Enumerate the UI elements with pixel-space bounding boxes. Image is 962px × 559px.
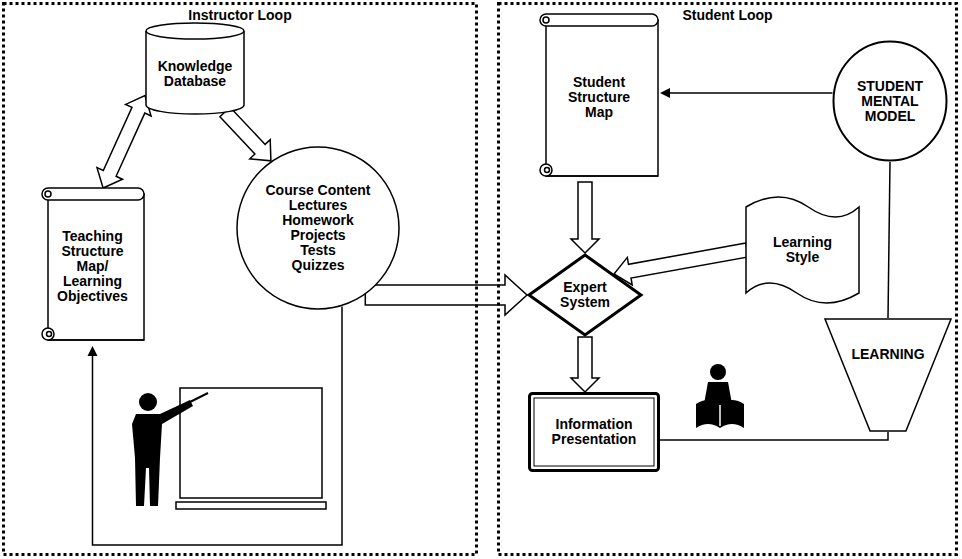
connector-path	[888, 162, 890, 318]
reader-figure	[696, 364, 744, 428]
teacher-body	[132, 400, 193, 506]
label-group: STUDENT MENTAL MODEL	[849, 79, 931, 124]
connector-line	[660, 432, 888, 440]
open-book	[696, 400, 744, 428]
label-group: Information Presentation	[542, 417, 646, 447]
wavy-document: Learning Style	[745, 195, 860, 305]
connector-line	[660, 88, 833, 98]
region-title: Instructor Loop	[188, 8, 291, 23]
scroll-document: Student Structure Map	[538, 12, 660, 182]
connector-line	[888, 162, 890, 318]
label-group: Teaching Structure Map/ Learning Objecti…	[52, 229, 134, 304]
whiteboard	[180, 388, 322, 498]
node-label: Knowledge Database	[154, 59, 236, 89]
block-arrow	[220, 107, 271, 161]
label-group: Knowledge Database	[154, 59, 236, 89]
connector-path	[660, 432, 888, 440]
region-title: Student Loop	[682, 8, 772, 23]
presentation-box: Information Presentation	[528, 392, 660, 472]
block-arrow-shape	[571, 182, 599, 253]
label-group: Course ContentLectures Homework Projects…	[262, 183, 374, 273]
arrowhead	[88, 346, 98, 356]
label-group: Student Structure Map	[558, 75, 640, 120]
label-group: Learning Style	[763, 235, 843, 265]
mental-model-ellipse: STUDENT MENTAL MODEL	[832, 40, 948, 162]
node-label: Expert System	[554, 280, 616, 310]
block-arrow-shape	[220, 107, 271, 161]
scroll-document: Teaching Structure Map/ Learning Objecti…	[40, 186, 146, 346]
whiteboard-tray	[176, 502, 326, 509]
block-arrow-shape	[571, 337, 599, 392]
node-label: STUDENT MENTAL MODEL	[849, 79, 931, 124]
node-label: LEARNING	[842, 347, 934, 362]
learning-trapezoid-outline	[824, 318, 952, 432]
loop-region: Instructor LoopKnowledge DatabaseTeachin…	[2, 2, 478, 556]
node-label: Learning Style	[763, 235, 843, 265]
block-arrow	[571, 182, 599, 253]
block-arrow	[365, 275, 527, 315]
node-label: Student Structure Map	[558, 75, 640, 120]
label-group: Instructor Loop	[2, 8, 478, 23]
database-cylinder: Knowledge Database	[145, 22, 245, 114]
node-label: Information Presentation	[542, 417, 646, 447]
label-group: Expert System	[554, 280, 616, 310]
loop-region: Student LoopStudent Structure Map STUDENT…	[497, 2, 958, 556]
block-arrow-shape	[614, 243, 748, 285]
node-label: Teaching Structure Map/ Learning Objecti…	[52, 229, 134, 304]
learning-trapezoid: LEARNING	[824, 318, 952, 432]
decision-diamond: Expert System	[527, 253, 643, 337]
teacher-figure	[132, 388, 326, 509]
block-arrow	[97, 96, 151, 188]
block-arrow-shape	[365, 275, 527, 315]
pointer	[190, 393, 208, 402]
book-spine	[719, 405, 721, 426]
teacher-head	[139, 393, 157, 411]
arrowhead	[660, 88, 670, 98]
node-label: Course Content	[262, 183, 374, 198]
block-arrow-shape	[97, 96, 151, 188]
reader-head	[710, 364, 726, 380]
connector-path	[669, 92, 833, 94]
label-group: LEARNING	[842, 347, 934, 362]
node-label: Lectures Homework Projects Tests Quizzes	[275, 198, 361, 273]
connector-path	[93, 306, 343, 545]
content-circle: Course ContentLectures Homework Projects…	[236, 146, 400, 310]
connector-line	[88, 306, 343, 545]
block-arrow	[571, 337, 599, 392]
block-arrow	[614, 243, 748, 285]
